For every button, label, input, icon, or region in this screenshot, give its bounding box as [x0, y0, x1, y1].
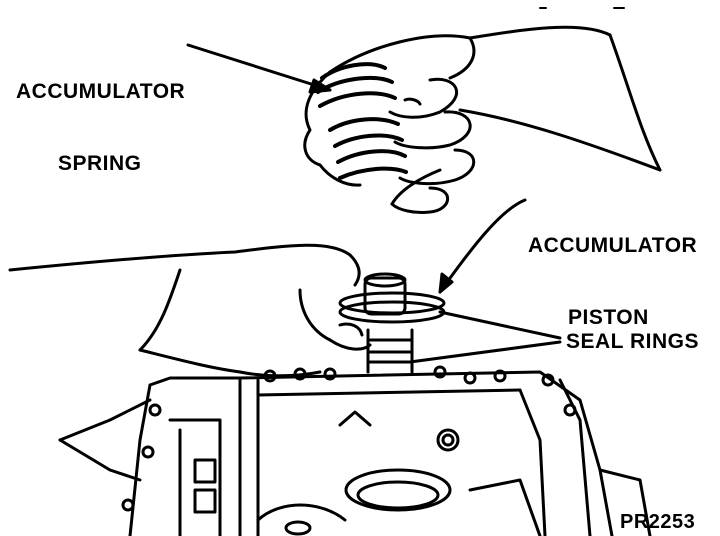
- seal-leader-lower: [408, 340, 562, 364]
- figure-id: PR2253: [620, 511, 696, 533]
- accumulator-spring: [316, 62, 408, 180]
- leader-lines: [186, 43, 562, 364]
- label-accumulator-spring-line2: SPRING: [58, 152, 142, 175]
- label-seal-rings: SEAL RINGS: [566, 330, 699, 353]
- label-accumulator-piston-line1: ACCUMULATOR: [528, 234, 698, 257]
- lower-hand-illustration: [8, 243, 372, 378]
- piston-leader: [438, 198, 527, 294]
- spring-leader: [186, 43, 332, 92]
- label-accumulator-spring: ACCUMULATOR SPRING: [16, 32, 185, 224]
- accumulator-piston: [338, 272, 446, 374]
- spring-arrowhead: [308, 78, 332, 94]
- transmission-case: [58, 365, 652, 536]
- label-accumulator-piston-line2: PISTON: [568, 306, 649, 329]
- label-accumulator-piston: ACCUMULATOR PISTON: [528, 186, 697, 378]
- seal-leader-upper: [438, 310, 562, 340]
- piston-arrowhead: [438, 272, 454, 294]
- label-accumulator-spring-line1: ACCUMULATOR: [16, 80, 186, 103]
